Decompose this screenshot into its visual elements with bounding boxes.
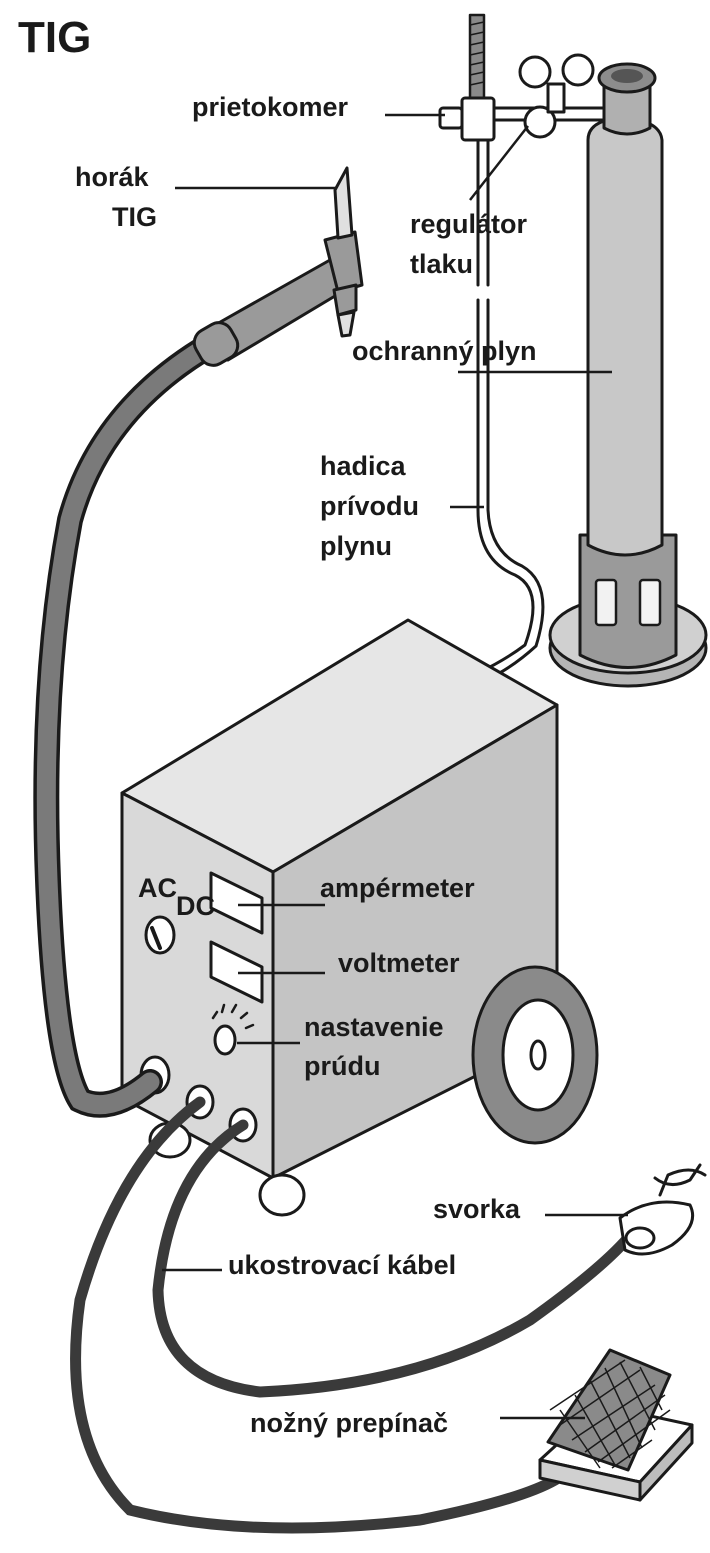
label-regulator-line1: regulátor — [410, 209, 528, 239]
ground-cable — [152, 1119, 634, 1398]
ac-mark: AC — [138, 873, 177, 903]
gas-hose — [476, 298, 535, 674]
label-nozny-prepinac: nožný prepínač — [250, 1408, 448, 1438]
label-nastavenie-line2: prúdu — [304, 1051, 380, 1081]
gas-cylinder — [548, 62, 708, 688]
tig-torch — [192, 166, 364, 367]
label-nastavenie-line1: nastavenie — [304, 1012, 444, 1042]
label-horak-line1: horák — [75, 162, 150, 192]
label-hadica-line3: plynu — [320, 531, 392, 561]
diagram-title: TIG — [18, 13, 91, 62]
label-hadica-line1: hadica — [320, 451, 407, 481]
ground-clamp — [618, 1163, 707, 1256]
foot-pedal — [538, 1348, 694, 1502]
label-ampermeter: ampérmeter — [320, 873, 475, 903]
label-voltmeter: voltmeter — [338, 948, 460, 978]
dc-mark: DC — [176, 891, 215, 921]
label-prietokomer: prietokomer — [192, 92, 349, 122]
label-horak-line2: TIG — [112, 202, 157, 232]
pressure-regulator — [438, 13, 606, 287]
label-hadica-line2: prívodu — [320, 491, 419, 521]
label-ukostrovaci-kabel: ukostrovací kábel — [228, 1250, 456, 1280]
label-ochranny-plyn: ochranný plyn — [352, 336, 537, 366]
leader-regulator — [469, 125, 529, 201]
label-regulator-line2: tlaku — [410, 249, 473, 279]
foot-pedal-cable — [70, 1096, 561, 1534]
label-svorka: svorka — [433, 1194, 521, 1224]
